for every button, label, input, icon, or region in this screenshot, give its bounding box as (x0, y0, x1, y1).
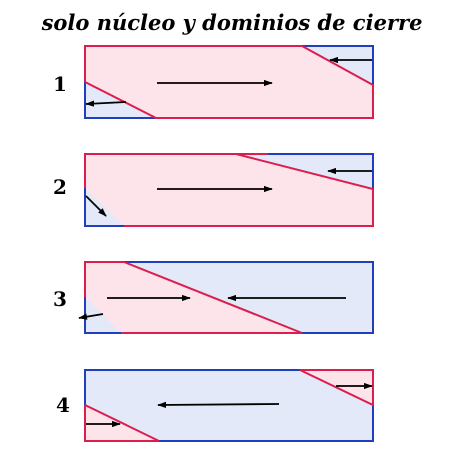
domain-wall (124, 153, 374, 227)
magnetization-arrow-left (157, 401, 280, 409)
panel-label: 1 (53, 72, 67, 96)
magnetization-arrow-left (85, 100, 127, 107)
domain-wall (299, 369, 374, 407)
red-domain-region (85, 46, 373, 118)
diagram-title: solo núcleo y dominios de cierre (41, 10, 423, 35)
panel-label: 4 (56, 393, 70, 417)
domain-wall (84, 45, 374, 119)
panel-3: 3 (53, 261, 374, 334)
panel-label: 3 (53, 287, 67, 311)
red-domain-region (85, 262, 302, 333)
red-domain-border (84, 261, 124, 297)
red-domain-border (84, 45, 302, 82)
red-domain-border (84, 153, 268, 188)
panel-4: 4 (56, 369, 374, 442)
domain-wall (121, 261, 303, 334)
panel-label: 2 (53, 175, 67, 199)
magnetization-arrow-diagonal (85, 195, 107, 217)
red-domain-region (85, 154, 373, 226)
panel-2: 2 (53, 153, 374, 227)
domain-wall (84, 404, 160, 442)
magnetization-arrow-left (78, 313, 104, 320)
panel-1: 1 (53, 45, 374, 119)
